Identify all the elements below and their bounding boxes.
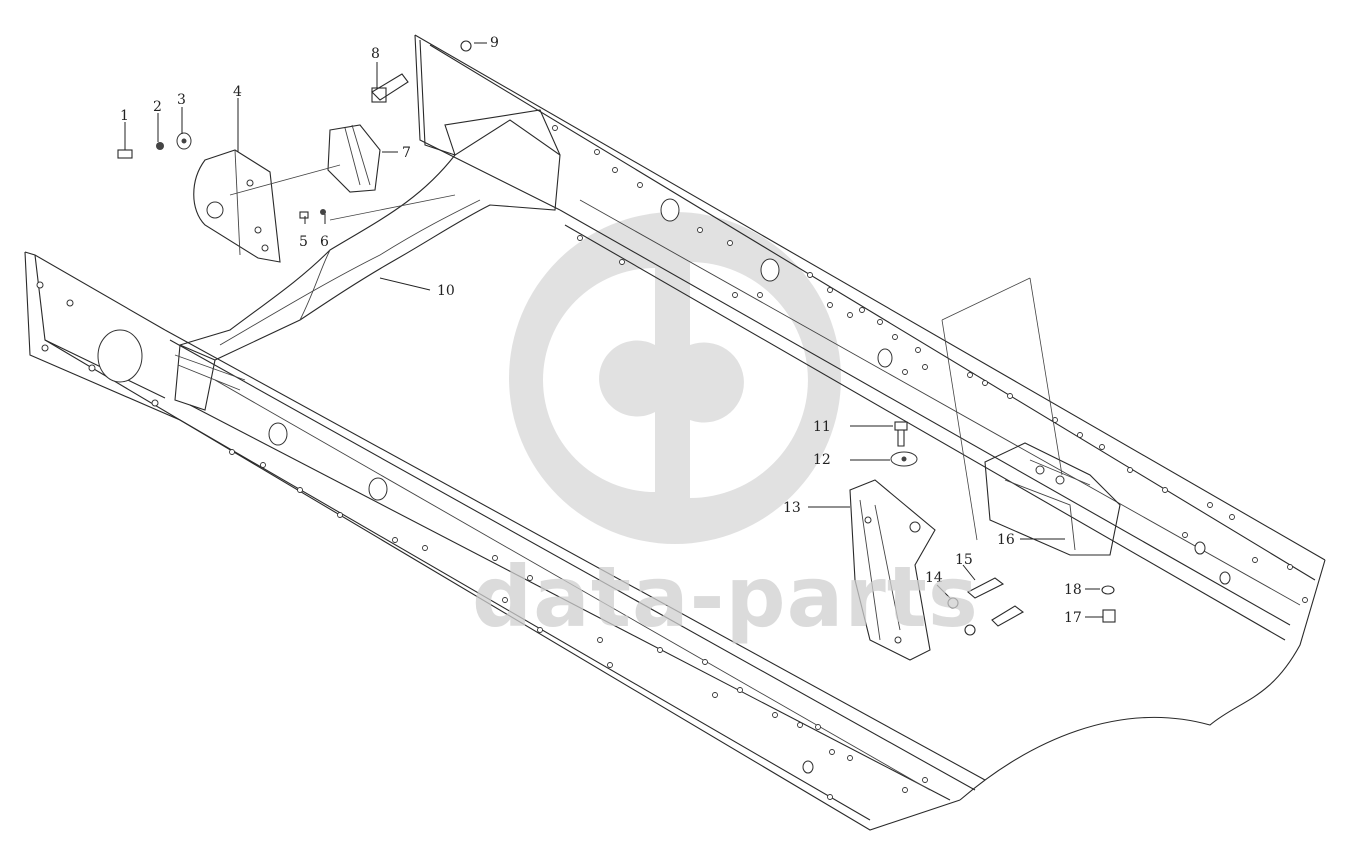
left-frame-rail (24, 251, 986, 831)
callout-6: 6 (320, 234, 329, 250)
callout-2: 2 (153, 99, 162, 115)
callout-13: 13 (783, 500, 801, 516)
leader-lines (124, 42, 1103, 618)
guide-lines (229, 164, 1063, 541)
callout-9: 9 (490, 35, 499, 51)
callout-4: 4 (233, 84, 242, 100)
engine-mount-left (327, 124, 381, 193)
fasteners (117, 40, 1116, 636)
watermark-text: data-parts (472, 548, 979, 646)
callout-12: 12 (813, 452, 831, 468)
callout-16: 16 (997, 532, 1015, 548)
callout-labels: 1 2 3 4 5 6 7 8 9 10 11 12 13 14 15 16 1… (120, 35, 1082, 626)
right-frame-rail (414, 34, 1326, 801)
callout-17: 17 (1064, 610, 1082, 626)
engine-mount-right (984, 442, 1121, 556)
watermark-logo (509, 212, 841, 544)
left-bracket (193, 149, 281, 263)
right-bracket (849, 479, 936, 661)
callout-14: 14 (925, 570, 943, 586)
callout-1: 1 (120, 108, 129, 124)
callout-7: 7 (402, 145, 411, 161)
callout-18: 18 (1064, 582, 1082, 598)
callout-5: 5 (299, 234, 308, 250)
crossmember (174, 39, 561, 411)
callout-3: 3 (177, 92, 186, 108)
callout-15: 15 (955, 552, 973, 568)
callout-8: 8 (371, 46, 380, 62)
callout-11: 11 (813, 419, 831, 435)
callout-10: 10 (437, 283, 455, 299)
